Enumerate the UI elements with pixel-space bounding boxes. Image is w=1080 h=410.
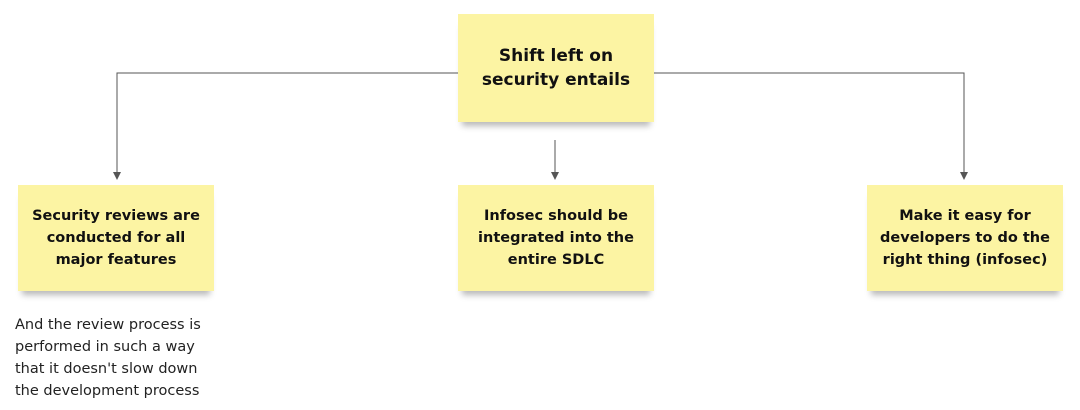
child-sticky-note-security-reviews[interactable]: Security reviews are conducted for all m… [18, 185, 214, 291]
child-sticky-note-developers[interactable]: Make it easy for developers to do the ri… [867, 185, 1063, 291]
annotation-text[interactable]: And the review process is performed in s… [15, 317, 201, 399]
connector-root-to-right [654, 72, 968, 180]
child-note-text: Security reviews are conducted for all m… [32, 208, 200, 268]
connector-root-to-left [113, 72, 458, 180]
root-sticky-note[interactable]: Shift left on security entails [458, 14, 654, 122]
root-note-text: Shift left on security entails [481, 46, 631, 90]
child-note-text: Infosec should be integrated into the en… [478, 208, 634, 268]
child-note-text: Make it easy for developers to do the ri… [880, 208, 1050, 268]
child-sticky-note-infosec-sdlc[interactable]: Infosec should be integrated into the en… [458, 185, 654, 291]
